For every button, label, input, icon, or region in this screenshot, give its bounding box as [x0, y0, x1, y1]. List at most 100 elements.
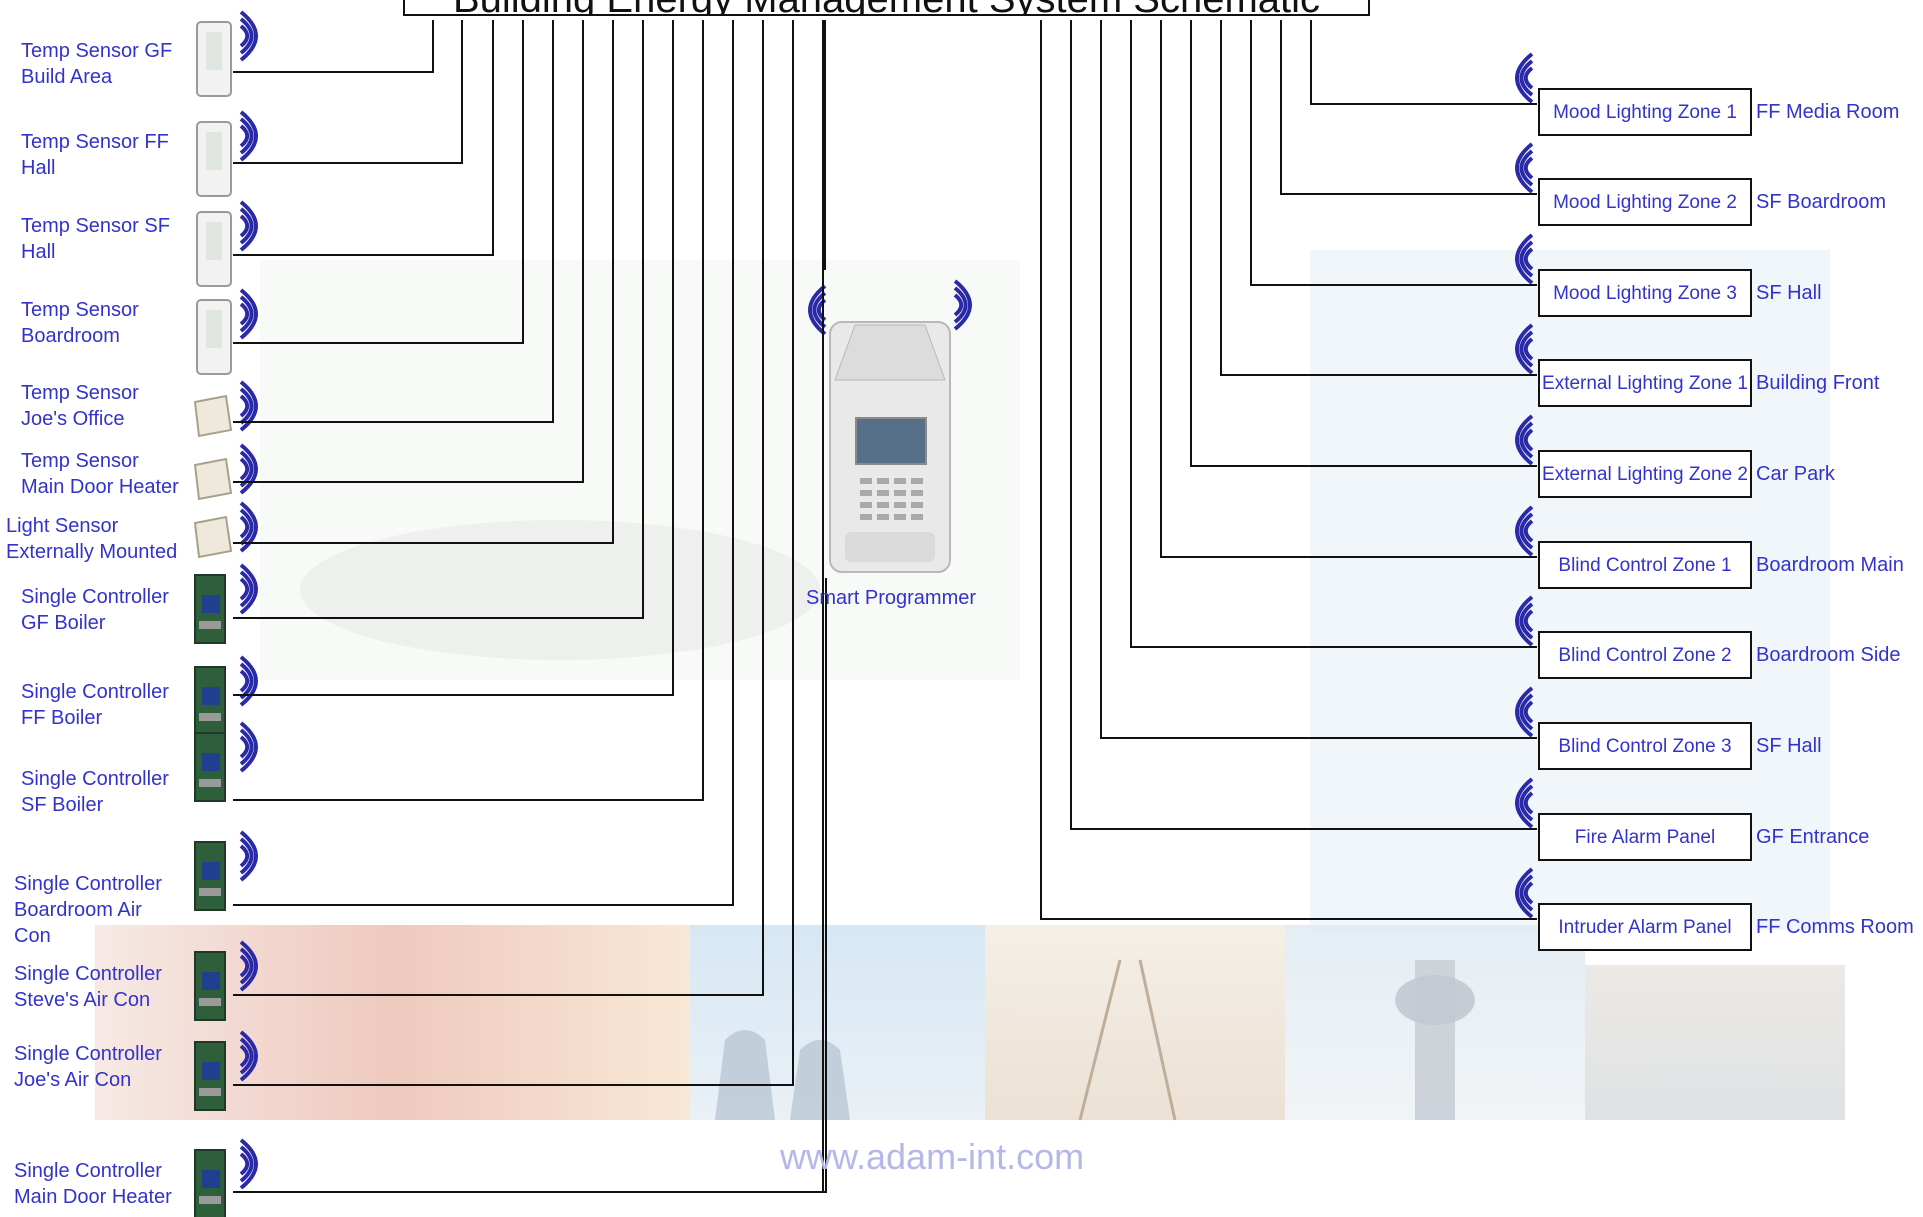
left-device-label: Single Controller SF Boiler	[21, 768, 169, 816]
smart-programmer-icon	[829, 321, 951, 573]
temp-sensor-icon	[196, 121, 232, 197]
signal-waves-icon	[1515, 233, 1534, 285]
right-connection-line	[1310, 20, 1537, 105]
right-device-location: SF Boardroom	[1756, 191, 1887, 213]
right-connection-line	[1280, 20, 1537, 195]
signal-waves-icon	[1515, 52, 1534, 104]
left-connection-line	[233, 20, 584, 483]
left-connection-line	[233, 20, 644, 619]
signal-waves-icon	[1515, 777, 1534, 829]
temp-sensor-icon	[196, 21, 232, 97]
signal-waves-icon	[239, 721, 258, 773]
controller-board-icon	[194, 1149, 226, 1217]
left-device-label: Temp Sensor Joe's Office	[21, 382, 139, 430]
signal-waves-icon	[239, 501, 258, 553]
signal-waves-icon	[1515, 414, 1534, 466]
controller-board-icon	[194, 574, 226, 644]
right-device-box: Intruder Alarm Panel	[1538, 903, 1752, 951]
right-device-location: Boardroom Side	[1756, 644, 1901, 666]
signal-waves-icon	[239, 443, 258, 495]
right-device-box: Mood Lighting Zone 2	[1538, 178, 1752, 226]
right-device-box: Mood Lighting Zone 3	[1538, 269, 1752, 317]
left-device-label: Temp Sensor FF Hall	[21, 131, 169, 179]
left-connection-line	[233, 20, 734, 906]
signal-waves-icon	[239, 563, 258, 615]
left-device-label: Single Controller Main Door Heater	[14, 1160, 172, 1208]
right-device-location: Boardroom Main	[1756, 554, 1904, 576]
right-connection-line	[1040, 20, 1537, 920]
signal-waves-icon	[1515, 142, 1534, 194]
left-device-label: Single Controller GF Boiler	[21, 586, 169, 634]
right-device-location: FF Media Room	[1756, 101, 1900, 123]
right-device-box: External Lighting Zone 1	[1538, 359, 1752, 407]
signal-waves-icon	[239, 380, 258, 432]
signal-waves-icon	[239, 655, 258, 707]
wall-sensor-icon	[193, 394, 233, 438]
left-connection-line	[233, 20, 764, 996]
temp-sensor-icon	[196, 299, 232, 375]
controller-board-icon	[194, 841, 226, 911]
signal-waves-icon	[239, 940, 258, 992]
left-device-label: Light Sensor Externally Mounted	[6, 515, 178, 563]
right-device-location: FF Comms Room	[1756, 916, 1914, 938]
right-device-location: Building Front	[1756, 372, 1880, 394]
right-connection-line	[1160, 20, 1537, 558]
signal-waves-icon	[239, 110, 258, 162]
hub-lower-connection-line	[233, 578, 827, 1193]
hub-label: Smart Programmer	[806, 587, 977, 609]
website-watermark: www.adam-int.com	[780, 1136, 1085, 1177]
controller-board-icon	[194, 1041, 226, 1111]
signal-waves-icon	[239, 200, 258, 252]
left-device-label: Temp Sensor SF Hall	[21, 215, 170, 263]
signal-waves-icon	[239, 830, 258, 882]
left-connection-line	[233, 20, 824, 1193]
left-connection-line	[233, 20, 674, 696]
signal-waves-icon	[239, 288, 258, 340]
right-connection-line	[1130, 20, 1537, 648]
right-connection-line	[1100, 20, 1537, 739]
right-device-box: Blind Control Zone 3	[1538, 722, 1752, 770]
right-connection-line	[1070, 20, 1537, 830]
left-device-label: Single Controller Joe's Air Con	[14, 1043, 162, 1091]
left-device-label: Single Controller FF Boiler	[21, 681, 169, 729]
right-device-box: Fire Alarm Panel	[1538, 813, 1752, 861]
right-device-location: GF Entrance	[1756, 826, 1870, 848]
left-device-label: Single Controller Boardroom Air Con	[14, 873, 162, 947]
right-connection-line	[1250, 20, 1537, 286]
right-connection-line	[1220, 20, 1537, 376]
left-device-label: Temp Sensor GF Build Area	[21, 40, 173, 88]
controller-board-icon	[194, 951, 226, 1021]
temp-sensor-icon	[196, 211, 232, 287]
left-connection-line	[233, 20, 524, 344]
right-device-location: SF Hall	[1756, 282, 1822, 304]
signal-waves-icon	[1515, 323, 1534, 375]
signal-waves-icon	[239, 1138, 258, 1190]
left-connection-line	[233, 20, 434, 73]
left-connection-line	[233, 20, 463, 164]
signal-waves-icon	[1515, 867, 1534, 919]
signal-waves-icon	[239, 1030, 258, 1082]
signal-waves-icon	[1515, 595, 1534, 647]
right-connection-line	[1190, 20, 1537, 467]
left-device-label: Temp Sensor Main Door Heater	[21, 450, 179, 498]
left-connection-line	[233, 20, 704, 801]
controller-board-icon	[194, 666, 226, 736]
signal-waves-icon	[239, 10, 258, 62]
controller-board-icon	[194, 732, 226, 802]
wall-sensor-icon	[193, 457, 233, 501]
left-connection-line	[233, 20, 494, 256]
left-connection-line	[233, 20, 614, 544]
right-device-location: SF Hall	[1756, 735, 1822, 757]
left-connection-line	[233, 20, 554, 423]
wall-sensor-icon	[193, 515, 233, 559]
right-device-box: Mood Lighting Zone 1	[1538, 88, 1752, 136]
left-device-label: Single Controller Steve's Air Con	[14, 963, 162, 1011]
right-device-box: External Lighting Zone 2	[1538, 450, 1752, 498]
right-device-box: Blind Control Zone 1	[1538, 541, 1752, 589]
left-device-label: Temp Sensor Boardroom	[21, 299, 139, 347]
right-device-box: Blind Control Zone 2	[1538, 631, 1752, 679]
right-device-location: Car Park	[1756, 463, 1835, 485]
diagram-title: Building Energy Management System Schema…	[403, 0, 1370, 16]
